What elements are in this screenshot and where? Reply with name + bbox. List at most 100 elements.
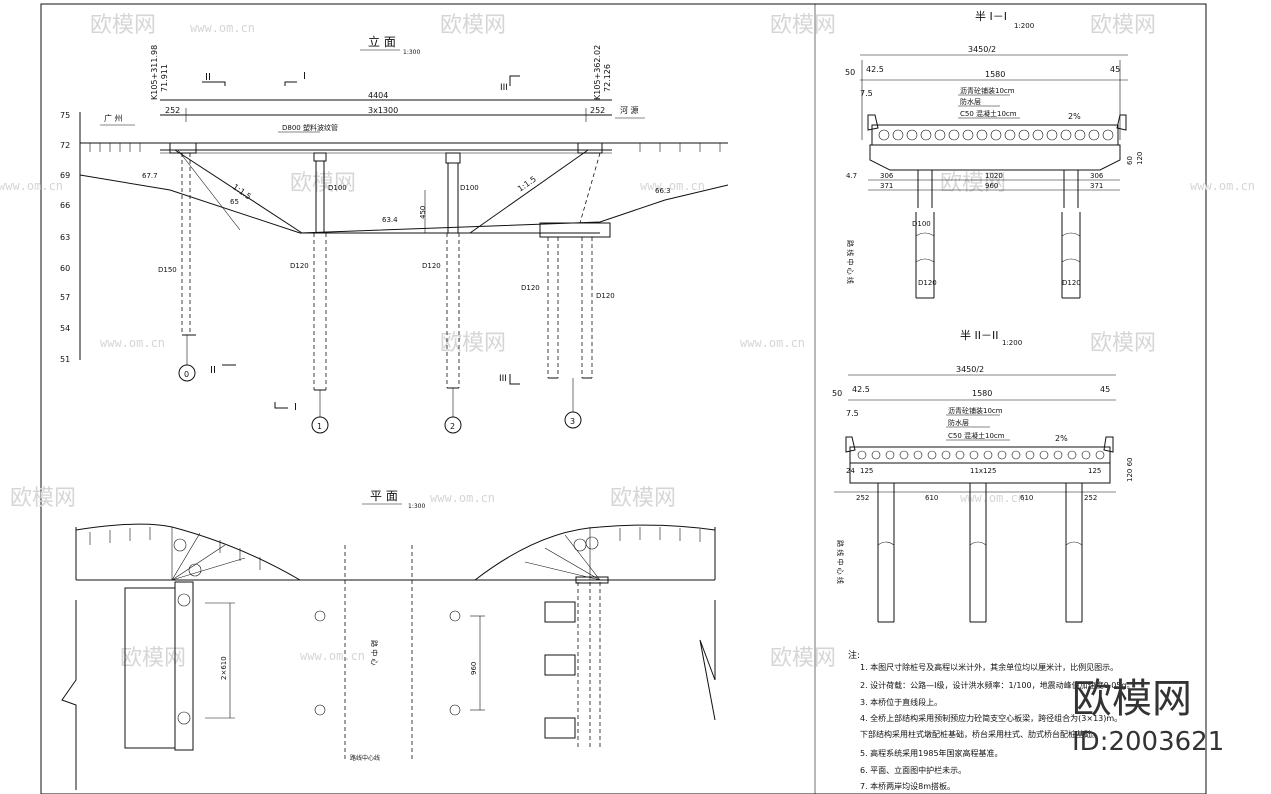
dim-span-left: 252	[165, 106, 180, 115]
level-63: 63	[60, 233, 70, 242]
section-mark-ii-bottom: II	[210, 365, 216, 376]
plan-scale: 1:300	[408, 503, 425, 510]
note-item: 2. 设计荷载：公路—I级，设计洪水频率：1/100，地震动峰值加速度0.05g…	[860, 680, 1134, 690]
watermark-url: www.om.cn	[430, 491, 495, 505]
pier-2-column: D100	[460, 184, 479, 192]
s2-w45: 45	[1100, 385, 1110, 394]
station-right: K105+362.02	[593, 45, 602, 100]
s2-w425: 42.5	[852, 385, 870, 394]
s2-d11x125: 11x125	[970, 467, 996, 475]
watermark-logo: 欧模网	[10, 486, 76, 511]
dim-height-450: 450	[419, 206, 427, 219]
s2-w1580: 1580	[972, 389, 992, 398]
axis-3: 3	[570, 417, 575, 426]
elevation-title: 立 面	[368, 34, 396, 49]
s1-h2: 120	[1136, 152, 1144, 165]
level-57: 57	[60, 293, 70, 302]
note-item: 5. 高程系统采用1985年国家高程基准。	[860, 748, 1003, 758]
brand-watermark: 欧模网	[1072, 676, 1192, 722]
watermark-url: www.om.cn	[640, 179, 705, 193]
dim-span-right: 252	[590, 106, 605, 115]
note-item: 下部结构采用柱式墩配桩基础，桥台采用柱式、肋式桥台配桩基础。	[860, 729, 1100, 739]
note-item: 7. 本桥两岸均设8m搭板。	[860, 781, 955, 791]
section-2-half-width: 3450/2	[956, 365, 984, 374]
watermark-url: www.om.cn	[960, 491, 1025, 505]
slope-right: 1:1.5	[516, 174, 538, 193]
pier-2-pile: D120	[422, 262, 441, 270]
s1-d371a: 371	[880, 182, 893, 190]
slope-angle: 65	[230, 198, 239, 206]
station-left: K105+311.98	[150, 45, 159, 100]
s1-column: D100	[912, 220, 931, 228]
note-item: 6. 平面、立面图中护栏未示。	[860, 765, 966, 775]
watermark-logo: 欧模网	[1090, 13, 1156, 38]
watermark-logo: 欧模网	[1090, 331, 1156, 356]
sheet-border	[40, 3, 1207, 794]
bearing-label: D800 塑料波纹管	[282, 123, 338, 132]
axis-0: 0	[184, 370, 189, 379]
plan-title: 平 面	[370, 489, 398, 503]
watermark-logo: 欧模网	[610, 486, 676, 511]
s2-d252a: 252	[856, 494, 869, 502]
s2-centerline: 路 线 中 心 线	[836, 540, 845, 584]
section-2-view: 半 II－II 1:200 3450/2 50 42.5 1580 45 7.5…	[832, 328, 1134, 623]
plan-view: 平 面 1:300 2×610	[61, 489, 716, 790]
watermarks: 欧模网 欧模网 欧模网 欧模网 欧模网 欧模网 欧模网 欧模网 欧模网 欧模网 …	[0, 13, 1255, 671]
watermark-logo: 欧模网	[290, 171, 356, 196]
s1-d47: 4.7	[846, 172, 857, 180]
level-60: 60	[60, 264, 70, 273]
ground-level-right: 66.3	[655, 187, 671, 195]
section-mark-iii-bottom: III	[499, 374, 507, 384]
section-1-half-width: 3450/2	[968, 45, 996, 54]
s2-layer1: 沥青砼铺装10cm	[948, 406, 1003, 415]
dim-total-length: 4404	[368, 91, 388, 100]
note-item: 1. 本图尺寸除桩号及高程以米计外，其余单位均以厘米计，比例见图示。	[860, 662, 1118, 672]
watermark-logo: 欧模网	[940, 171, 1006, 196]
level-69: 69	[60, 171, 70, 180]
plan-road-label: 路 中 心	[370, 640, 379, 665]
s1-d306b: 306	[1090, 172, 1104, 180]
s1-layer3: C50 混凝土10cm	[960, 109, 1017, 118]
level-51: 51	[60, 355, 70, 364]
s1-layer1: 沥青砼铺装10cm	[960, 86, 1015, 95]
s2-layer3: C50 混凝土10cm	[948, 431, 1005, 440]
s1-slope: 2%	[1068, 112, 1081, 121]
elevation-left: 71.911	[160, 64, 169, 92]
s2-slope: 2%	[1055, 434, 1068, 443]
elevation-view: 立 面 1:300 K105+311.98 71.911 K105+362.02…	[60, 34, 729, 434]
s1-pile-a: D120	[918, 279, 937, 287]
s1-w45: 45	[1110, 65, 1120, 74]
s2-layer2: 防水层	[948, 418, 969, 427]
s2-d252b: 252	[1084, 494, 1097, 502]
watermark-logo: 欧模网	[770, 13, 836, 38]
s1-w425: 42.5	[866, 65, 884, 74]
direction-left: 广 州	[104, 113, 123, 123]
s1-h1: 60	[1126, 156, 1134, 165]
s2-w75: 7.5	[846, 409, 859, 418]
s1-w50: 50	[845, 68, 855, 77]
watermark-logo: 欧模网	[120, 646, 186, 671]
water-level: 63.4	[382, 216, 398, 224]
axis-1: 1	[317, 422, 322, 431]
level-72: 72	[60, 141, 70, 150]
watermark-url: www.om.cn	[100, 336, 165, 350]
s2-d125b: 125	[1088, 467, 1101, 475]
axis-2: 2	[450, 422, 455, 431]
notes: 注: 1. 本图尺寸除桩号及高程以米计外，其余单位均以厘米计，比例见图示。 2.…	[848, 649, 1134, 791]
watermark-url: www.om.cn	[0, 179, 63, 193]
direction-right: 河 源	[620, 105, 639, 115]
notes-heading: 注:	[848, 649, 860, 661]
watermark-logo: 欧模网	[90, 13, 156, 38]
section-1-view: 半 I－I 1:200 3450/2 50 42.5 1580 45 7.5 沥…	[845, 9, 1144, 299]
watermark-logo: 欧模网	[440, 13, 506, 38]
abutment-right-pile-a: D120	[521, 284, 540, 292]
s2-d125a: 125	[860, 467, 873, 475]
plan-dim-mid: 960	[470, 662, 478, 675]
dim-spans: 3x1300	[368, 106, 398, 115]
section-mark-i-bottom: I	[294, 402, 297, 413]
s1-d371b: 371	[1090, 182, 1103, 190]
s2-h: 120 60	[1126, 458, 1134, 483]
note-item: 3. 本桥位于直线段上。	[860, 697, 942, 707]
ground-level-left: 67.7	[142, 172, 158, 180]
